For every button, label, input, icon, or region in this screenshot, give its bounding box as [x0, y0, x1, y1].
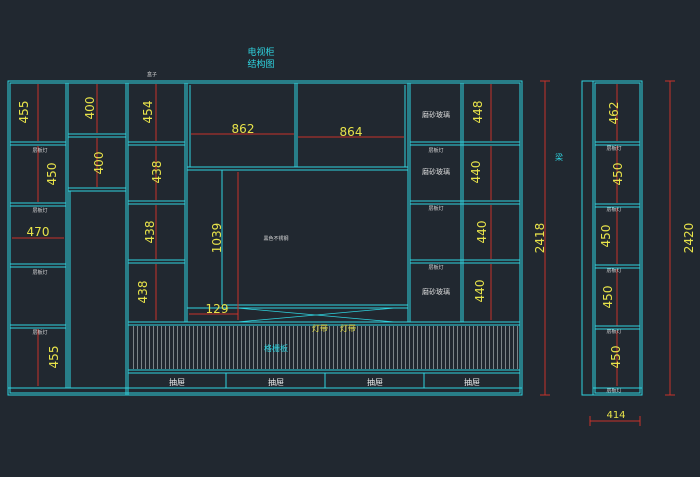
dim-total-side: 2420 [682, 223, 696, 254]
front-elevation [7, 80, 523, 396]
frosted-glass-label: 磨砂玻璃 [422, 110, 450, 119]
title-line2: 结构图 [247, 58, 274, 70]
frosted-labels: 磨砂玻璃 磨砂玻璃 磨砂玻璃 [422, 110, 450, 296]
drawer-label: 抽屉 [367, 377, 383, 387]
shelf-light-label: 层板灯 [428, 205, 443, 212]
side-shelf-label: 层板灯 [606, 387, 621, 394]
dim-col1-4: 455 [47, 346, 61, 369]
drawer-label: 抽屉 [464, 377, 480, 387]
shelf-light-label: 层板灯 [32, 269, 47, 276]
shelf-light-label: 层板灯 [428, 147, 443, 154]
dim-right-1: 448 [471, 101, 485, 124]
dimension-leaders [12, 80, 675, 426]
shelf-light-label: 层板灯 [428, 264, 443, 271]
shelf-light-label: 层板灯 [32, 147, 47, 154]
side-view [581, 80, 643, 396]
dim-col3-3: 438 [143, 221, 157, 244]
dimension-texts: 455 450 470 455 400 400 454 438 438 438 … [17, 97, 696, 421]
dim-right-2: 440 [469, 161, 483, 184]
light-strip-label-2: 灯带 [340, 323, 356, 333]
dim-col1-1: 455 [17, 101, 31, 124]
dim-total-main: 2418 [533, 223, 547, 254]
shelf-light-label: 层板灯 [32, 207, 47, 214]
title-line1: 电视柜 [247, 46, 274, 58]
dim-col2-2: 400 [92, 152, 106, 175]
drawer-labels: 抽屉 抽屉 抽屉 抽屉 [169, 377, 480, 387]
tv-note: 黑色不锈钢 [263, 235, 288, 242]
side-shelf-label: 层板灯 [606, 206, 621, 213]
dim-col1-2: 450 [45, 163, 59, 186]
shelf-light-label: 层板灯 [32, 329, 47, 336]
frosted-glass-label: 磨砂玻璃 [422, 287, 450, 296]
drawer-label: 抽屉 [268, 377, 284, 387]
side-shelf-label: 层板灯 [606, 145, 621, 152]
dim-tv-height: 1039 [210, 223, 224, 254]
dim-side-4: 450 [601, 286, 615, 309]
dim-col3-4: 438 [136, 281, 150, 304]
dim-right-4: 440 [473, 280, 487, 303]
dim-side-3: 450 [599, 225, 613, 248]
dim-col1-3: 470 [27, 225, 50, 239]
dim-right-3: 440 [475, 221, 489, 244]
frosted-glass-label: 磨砂玻璃 [422, 167, 450, 176]
beam-label: 梁 [555, 153, 563, 162]
dim-top-left: 862 [232, 122, 255, 136]
dim-col2-1: 400 [83, 97, 97, 120]
dim-col3-1: 454 [141, 101, 155, 124]
dim-side-depth: 414 [606, 410, 625, 421]
side-shelf-label: 层板灯 [606, 267, 621, 274]
grille-panel-label: 格栅板 [264, 343, 288, 353]
dim-tv-bottom: 129 [206, 302, 229, 316]
light-strip-label: 灯带 [312, 323, 328, 333]
box-tag: 盒子 [147, 71, 157, 78]
grille-panel [130, 326, 520, 369]
dim-side-2: 450 [611, 163, 625, 186]
dim-col3-2: 438 [150, 161, 164, 184]
dim-top-right: 864 [340, 125, 363, 139]
small-labels: 层板灯 层板灯 层板灯 层板灯 盒子 黑色不锈钢 层板灯 层板灯 层板灯 层板灯… [32, 71, 621, 394]
side-shelf-label: 层板灯 [606, 328, 621, 335]
dim-side-1: 462 [607, 102, 621, 125]
drawer-label: 抽屉 [169, 377, 185, 387]
dim-side-5: 450 [609, 346, 623, 369]
